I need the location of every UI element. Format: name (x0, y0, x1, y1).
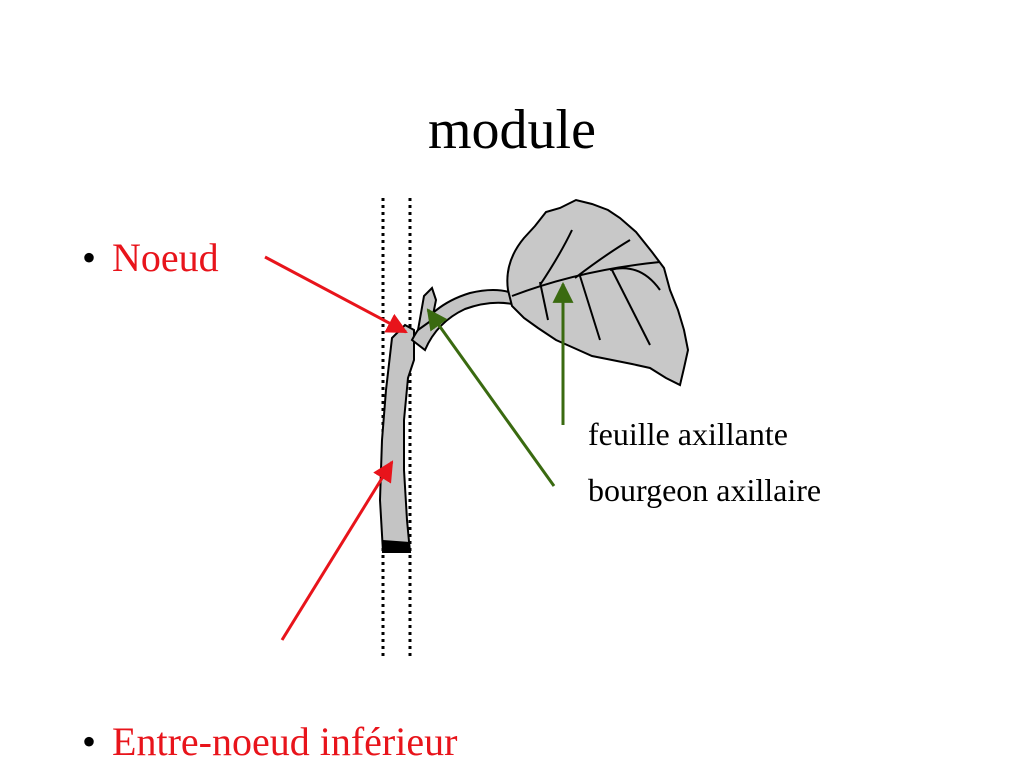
label-feuille-axillante: feuille axillante (588, 416, 788, 452)
bullet-entre-noeud: • Entre-noeud inférieur (82, 722, 457, 762)
bullet-marker: • (82, 235, 97, 280)
stem-base-shadow (383, 540, 410, 553)
arrow-bourgeon-axillaire (426, 308, 556, 487)
arrow-entre-noeud (280, 460, 394, 641)
bullet-text-entre-noeud: Entre-noeud inférieur (112, 719, 458, 764)
slide-title: module (428, 99, 596, 161)
bullet-noeud: • Noeud (82, 238, 219, 278)
bullet-marker: • (82, 719, 97, 764)
arrow-noeud (264, 255, 408, 334)
label-bourgeon-axillaire: bourgeon axillaire (588, 472, 822, 508)
leaf-veins (511, 229, 661, 346)
bullet-text-noeud: Noeud (112, 235, 219, 280)
leaf-blade (506, 198, 690, 387)
